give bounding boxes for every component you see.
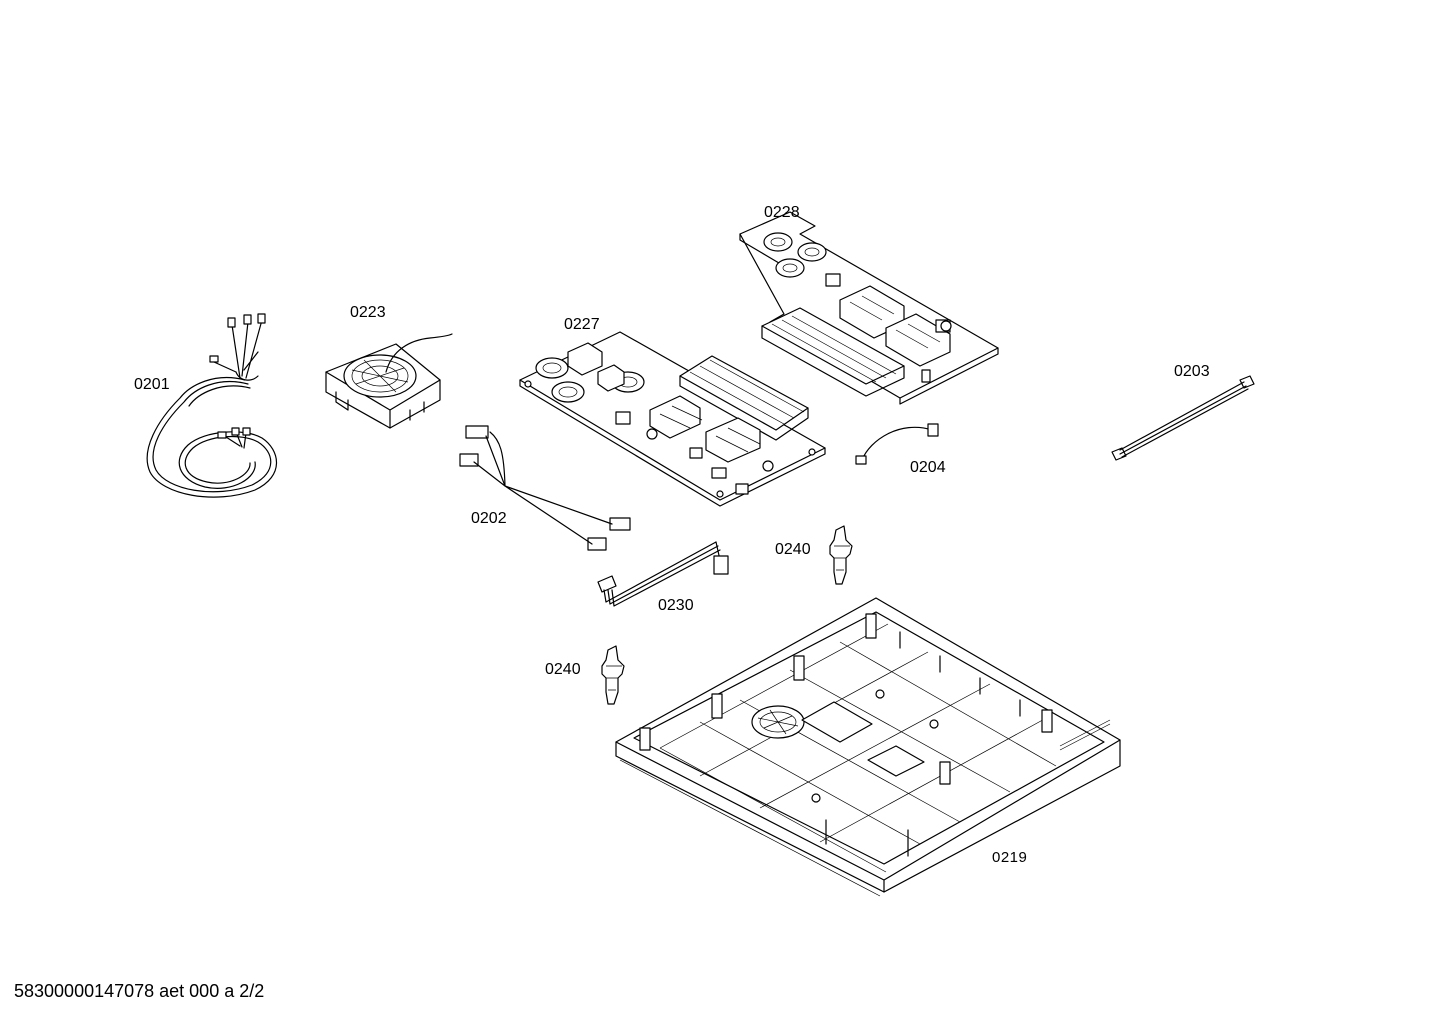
part-0223-fan[interactable] bbox=[325, 333, 453, 429]
label-0240-lower: 0240 bbox=[545, 661, 581, 678]
label-0219: 0219 bbox=[992, 849, 1028, 866]
part-0219-housing[interactable] bbox=[615, 597, 1121, 897]
part-0240-spacer-upper[interactable] bbox=[829, 525, 853, 585]
part-0240-spacer-lower[interactable] bbox=[601, 645, 625, 705]
label-0240-upper: 0240 bbox=[775, 541, 811, 558]
part-0201-mains-cable[interactable] bbox=[146, 313, 278, 498]
label-0203: 0203 bbox=[1174, 363, 1210, 380]
part-0202-cable-harness[interactable] bbox=[459, 425, 631, 551]
label-0227: 0227 bbox=[564, 316, 600, 333]
label-0202: 0202 bbox=[471, 510, 507, 527]
label-0230: 0230 bbox=[658, 597, 694, 614]
label-0223: 0223 bbox=[350, 304, 386, 321]
part-0203-ribbon-cable[interactable] bbox=[1111, 375, 1255, 461]
label-0204: 0204 bbox=[910, 459, 946, 476]
document-code: 58300000147078 aet 000 a 2/2 bbox=[14, 981, 265, 1001]
label-0228: 0228 bbox=[764, 204, 800, 221]
part-0230-ribbon-cable-long[interactable] bbox=[597, 541, 729, 607]
part-0227-power-module-left[interactable] bbox=[519, 331, 826, 507]
part-0204-short-cable[interactable] bbox=[855, 423, 939, 465]
label-0201: 0201 bbox=[134, 376, 170, 393]
part-0228-power-module-right[interactable] bbox=[739, 211, 999, 405]
